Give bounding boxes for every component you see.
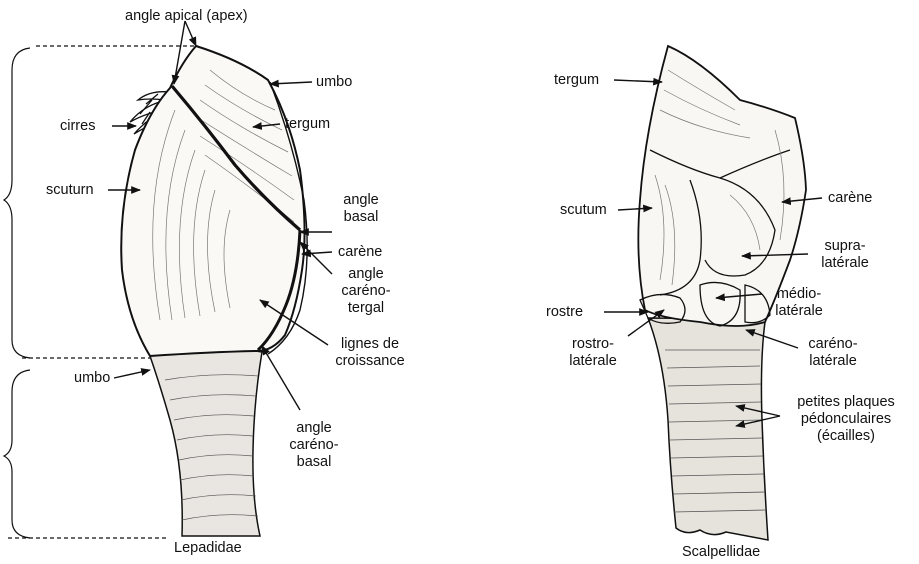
label-supralaterale-line2: latérale <box>810 255 880 272</box>
label-carene-scalpellidae: carène <box>828 190 872 207</box>
capitulum-outline <box>121 46 304 356</box>
scalpellidae-capitulum <box>638 46 806 326</box>
label-angle-careno-basal-line3: basal <box>282 454 346 471</box>
label-lignes-de-croissance: lignes de croissance <box>322 336 418 370</box>
label-angle-careno-basal: angle caréno- basal <box>282 420 346 471</box>
label-tergum-scalpellidae: tergum <box>554 72 599 89</box>
label-lignes-line2: croissance <box>322 353 418 370</box>
label-petites-line3: (écailles) <box>786 428 906 445</box>
label-petites-line2: pédonculaires <box>786 411 906 428</box>
lepadidae-drawing <box>4 46 307 538</box>
label-angle-basal: angle basal <box>336 192 386 226</box>
label-angle-apical: angle apical (apex) <box>125 8 248 25</box>
label-tergum-lepadidae: tergum <box>285 116 330 133</box>
label-carene-lepadidae: carène <box>338 244 382 261</box>
label-angle-careno-tergal-line3: tergal <box>336 300 396 317</box>
bracket-capitulum <box>4 48 30 358</box>
label-supralaterale-line1: supra- <box>810 238 880 255</box>
label-scutum-scalpellidae: scutum <box>560 202 607 219</box>
caption-lepadidae: Lepadidae <box>174 540 242 556</box>
bracket-peduncle <box>4 370 30 538</box>
label-carenolaterale-line2: latérale <box>798 353 868 370</box>
label-angle-careno-basal-line2: caréno- <box>282 437 346 454</box>
label-supralaterale: supra- latérale <box>810 238 880 272</box>
label-rostrolaterale-line1: rostro- <box>558 336 628 353</box>
label-umbo-bottom: umbo <box>74 370 110 387</box>
label-rostre: rostre <box>546 304 583 321</box>
label-umbo-top: umbo <box>316 74 352 91</box>
label-rostrolaterale: rostro- latérale <box>558 336 628 370</box>
label-lignes-line1: lignes de <box>322 336 418 353</box>
label-petites-line1: petites plaques <box>786 394 906 411</box>
label-cirres: cirres <box>60 118 95 135</box>
label-angle-careno-tergal-line1: angle <box>336 266 396 283</box>
label-scutum-lepadidae: scuturn <box>46 182 94 199</box>
label-mediolaterale: médio- latérale <box>764 286 834 320</box>
peduncle <box>150 349 262 536</box>
label-mediolaterale-line2: latérale <box>764 303 834 320</box>
label-angle-basal-line2: basal <box>336 209 386 226</box>
label-carenolaterale-line1: caréno- <box>798 336 868 353</box>
label-angle-basal-line1: angle <box>336 192 386 209</box>
label-angle-careno-tergal-line2: caréno- <box>336 283 396 300</box>
scalpellidae-peduncle <box>648 318 768 540</box>
label-angle-careno-tergal: angle caréno- tergal <box>336 266 396 317</box>
caption-scalpellidae: Scalpellidae <box>682 544 760 560</box>
label-petites-plaques: petites plaques pédonculaires (écailles) <box>786 394 906 445</box>
label-rostrolaterale-line2: latérale <box>558 353 628 370</box>
label-carenolaterale: caréno- latérale <box>798 336 868 370</box>
label-angle-careno-basal-line1: angle <box>282 420 346 437</box>
label-mediolaterale-line1: médio- <box>764 286 834 303</box>
